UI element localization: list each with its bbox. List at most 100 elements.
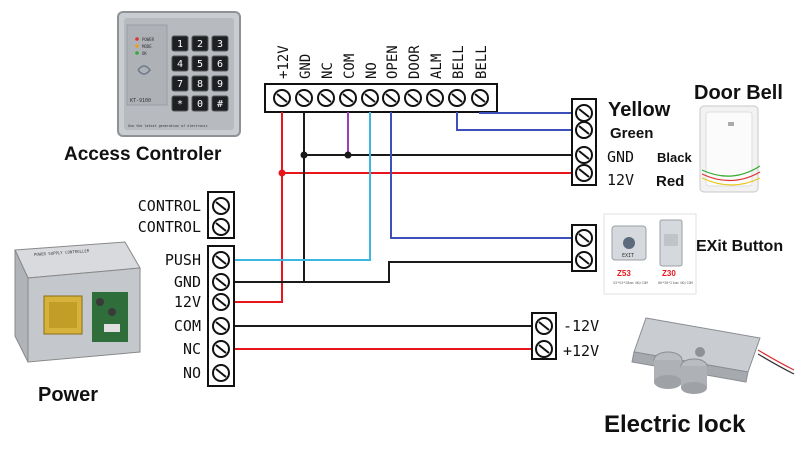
screw-icon — [404, 89, 422, 107]
screw-icon — [575, 121, 593, 139]
terminal-label-com: COM — [342, 54, 358, 79]
screw-icon — [212, 293, 230, 311]
power-label-control: CONTROL — [138, 197, 201, 215]
exit-button-b-icon — [664, 234, 678, 246]
svg-text:4: 4 — [177, 59, 183, 70]
power-label-com: COM — [174, 317, 201, 335]
power-label-12v: 12V — [174, 293, 201, 311]
junction-12v — [278, 169, 286, 177]
terminal-label-door: DOOR — [407, 45, 423, 79]
svg-text:6: 6 — [217, 59, 223, 70]
keypad-key: 5 — [191, 55, 209, 72]
screw-icon — [295, 89, 313, 107]
access-controller-title: Access Controler — [64, 144, 222, 165]
power-label-push: PUSH — [165, 251, 201, 269]
keypad-key: 8 — [191, 75, 209, 92]
led-label-power: POWER — [142, 37, 155, 42]
screw-icon — [535, 340, 553, 358]
power-unit-label: POWER SUPPLY CONTROLLER — [34, 248, 90, 257]
power-label-nc: NC — [183, 340, 201, 358]
led-power-icon — [135, 37, 139, 41]
controller-model: KT-9100 — [130, 98, 151, 104]
wire-bell1 — [456, 112, 579, 131]
exit-spec-a: 53*53*28mm NO/COM — [613, 281, 648, 285]
exit-button-device: EXIT Z53 Z30 53*53*28mm NO/COM 86*30*21m… — [603, 213, 697, 295]
screw-icon — [212, 197, 230, 215]
wire-no-to-push — [234, 112, 371, 261]
screw-icon — [273, 89, 291, 107]
screw-icon — [212, 317, 230, 335]
electric-lock-device — [631, 317, 795, 394]
power-terminal-block — [207, 245, 235, 387]
wire-gnd-to-exit — [234, 261, 579, 283]
screw-icon — [575, 164, 593, 182]
keypad-key: 1 — [171, 35, 189, 52]
terminal-label-gnd: GND — [298, 54, 314, 79]
exit-face-a: EXIT — [622, 253, 634, 259]
power-title: Power — [38, 384, 98, 406]
card-reader-icon — [137, 65, 151, 75]
svg-text:7: 7 — [177, 79, 183, 90]
top-terminal-screws — [273, 89, 489, 107]
terminal-label-open: OPEN — [385, 45, 401, 79]
svg-text:8: 8 — [197, 79, 203, 90]
keypad-key: 7 — [171, 75, 189, 92]
junction-com — [344, 151, 352, 159]
keypad-key: 9 — [211, 75, 229, 92]
screw-icon — [382, 89, 400, 107]
controller-bottom-text: Use the latest generation of electronic — [128, 124, 208, 128]
led-ok-icon — [135, 51, 139, 55]
screw-icon — [317, 89, 335, 107]
doorbell-terminal-screws — [575, 104, 593, 182]
access-controller-device: POWER MODE OK KT-9100 Use the latest gen… — [117, 11, 241, 137]
screw-icon — [575, 104, 593, 122]
terminal-label-bell: BELL — [451, 45, 467, 79]
doorbell-label-12v: 12V — [607, 171, 634, 189]
exit-model-a: Z53 — [617, 269, 631, 278]
screw-icon — [361, 89, 379, 107]
wire-gnd-to-power — [234, 155, 305, 283]
led-mode-icon — [135, 44, 139, 48]
doorbell-label-yellow: Yellow — [608, 99, 671, 121]
screw-icon — [212, 251, 230, 269]
terminal-label-nc: NC — [320, 62, 336, 79]
keypad-key: * — [171, 95, 189, 112]
power-supply-device: POWER SUPPLY CONTROLLER — [14, 241, 141, 363]
top-terminal-labels: +12V GND NC COM NO OPEN DOOR ALM BELL BELL — [276, 45, 490, 79]
led-label-ok: OK — [142, 51, 147, 56]
wire-12v-to-doorbell — [281, 112, 579, 174]
keypad-key: 3 — [211, 35, 229, 52]
screw-icon — [535, 317, 553, 335]
screw-icon — [575, 251, 593, 269]
terminal-label-alm: ALM — [429, 54, 445, 79]
screw-icon — [212, 364, 230, 382]
terminal-label-bell: BELL — [474, 45, 490, 79]
wire-12v-to-power — [234, 173, 283, 303]
power-terminal-screws — [212, 197, 230, 382]
screw-icon — [212, 273, 230, 291]
svg-text:2: 2 — [197, 39, 203, 50]
screw-icon — [575, 146, 593, 164]
wire-bell2 — [479, 112, 579, 114]
electric-lock-title: Electric lock — [604, 411, 746, 438]
exit-button-title: EXit Button — [696, 238, 783, 255]
keypad-key: 6 — [211, 55, 229, 72]
screw-icon — [212, 218, 230, 236]
exit-model-b: Z30 — [662, 269, 676, 278]
svg-text:0: 0 — [197, 99, 203, 110]
terminal-label-no: NO — [364, 62, 380, 79]
wires — [234, 112, 579, 350]
terminal-label-12v: +12V — [276, 45, 292, 79]
svg-text:9: 9 — [217, 79, 223, 90]
power-label-gnd: GND — [174, 273, 201, 291]
power-label-no: NO — [183, 364, 201, 382]
screw-icon — [426, 89, 444, 107]
lock-terminal-screws — [535, 317, 553, 358]
wire-gnd-to-doorbell — [303, 112, 579, 156]
keypad-key: 4 — [171, 55, 189, 72]
lock-label-minus12v: -12V — [563, 317, 599, 335]
svg-text:3: 3 — [217, 39, 223, 50]
wire-open-to-exit — [390, 112, 579, 239]
